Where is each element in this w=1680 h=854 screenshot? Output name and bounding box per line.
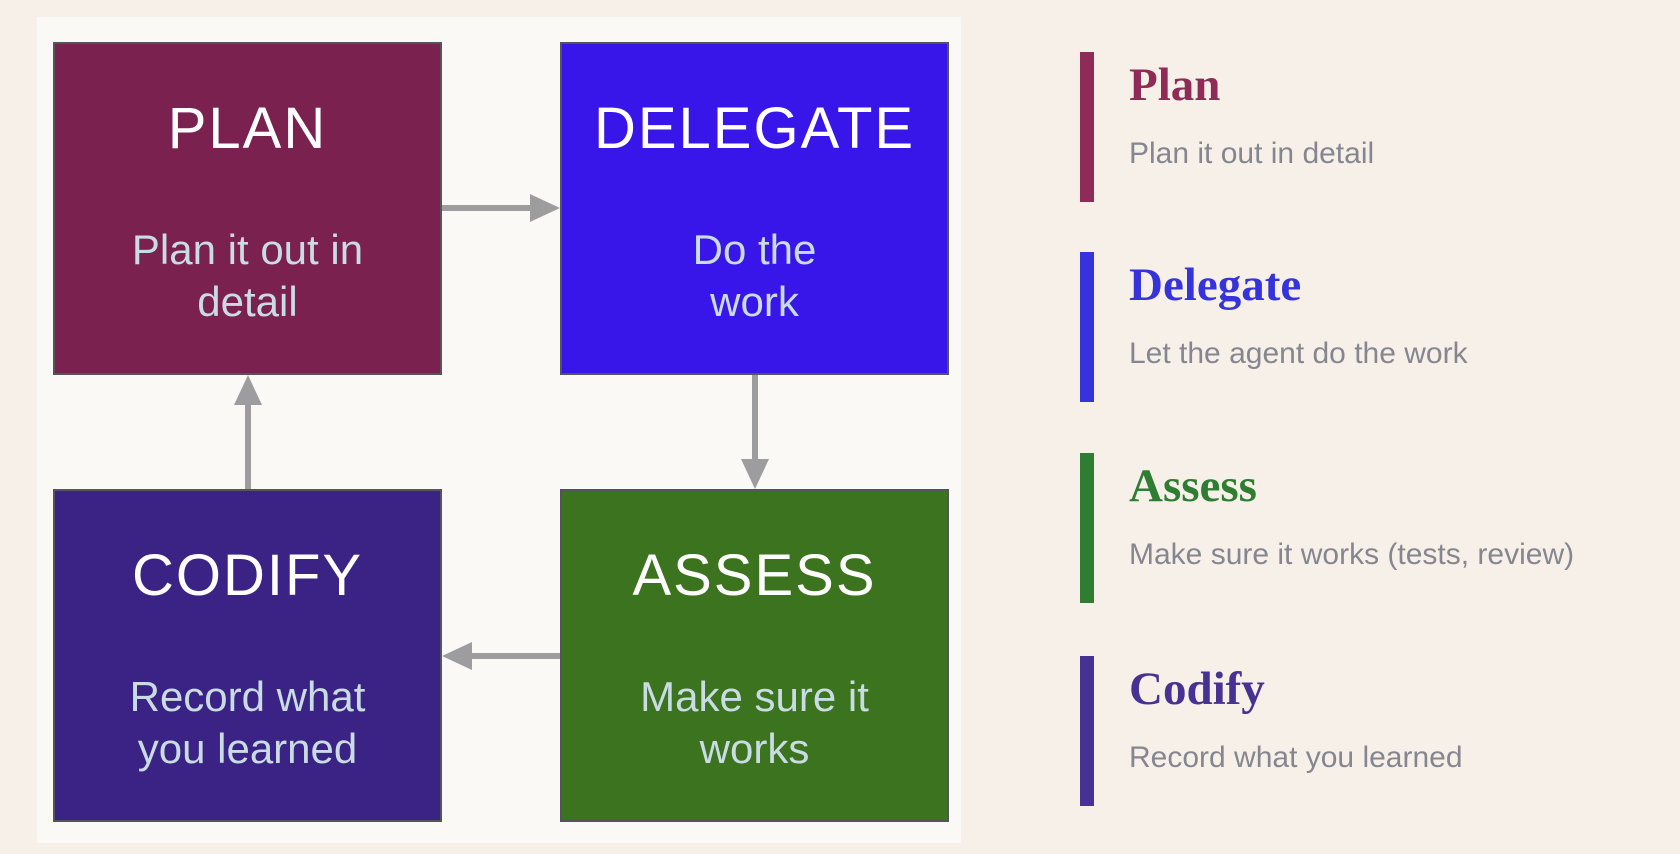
arrow-delegate-to-assess: [741, 375, 769, 489]
legend-title-codify: Codify: [1129, 663, 1265, 715]
legend-item-delegate: Delegate Let the agent do the work: [1080, 252, 1468, 402]
node-delegate: DELEGATE Do the work: [560, 42, 949, 375]
node-assess: ASSESS Make sure it works: [560, 489, 949, 822]
node-assess-title: ASSESS: [632, 543, 877, 608]
node-codify-title: CODIFY: [131, 543, 364, 608]
node-delegate-title: DELEGATE: [593, 96, 916, 161]
legend-bar-delegate: [1080, 252, 1094, 402]
arrow-assess-to-codify: [442, 642, 560, 670]
legend-description-assess: Make sure it works (tests, review): [1129, 538, 1575, 571]
legend-description-codify: Record what you learned: [1129, 741, 1463, 774]
legend-description-delegate: Let the agent do the work: [1129, 337, 1468, 370]
node-plan-title: PLAN: [167, 96, 328, 161]
arrow-plan-to-delegate: [442, 194, 560, 222]
node-plan-subtitle: Plan it out in detail: [131, 226, 364, 325]
diagram-panel: PLAN Plan it out in detail DELEGATE Do t…: [37, 17, 961, 843]
node-delegate-subtitle: Do the work: [692, 226, 817, 325]
node-plan: PLAN Plan it out in detail: [53, 42, 442, 375]
legend-bar-assess: [1080, 453, 1094, 603]
node-codify: CODIFY Record what you learned: [53, 489, 442, 822]
legend-item-assess: Assess Make sure it works (tests, review…: [1080, 453, 1574, 603]
legend-title-plan: Plan: [1129, 59, 1221, 111]
legend-bar-plan: [1080, 52, 1094, 202]
legend-title-delegate: Delegate: [1129, 259, 1302, 311]
legend-description-plan: Plan it out in detail: [1129, 137, 1375, 170]
legend-title-assess: Assess: [1129, 460, 1257, 512]
legend-item-plan: Plan Plan it out in detail: [1080, 52, 1374, 202]
node-assess-subtitle: Make sure it works: [640, 673, 869, 772]
legend-bar-codify: [1080, 656, 1094, 806]
arrow-codify-to-plan: [234, 375, 262, 489]
node-codify-subtitle: Record what you learned: [129, 673, 366, 772]
legend-item-codify: Codify Record what you learned: [1080, 656, 1463, 806]
